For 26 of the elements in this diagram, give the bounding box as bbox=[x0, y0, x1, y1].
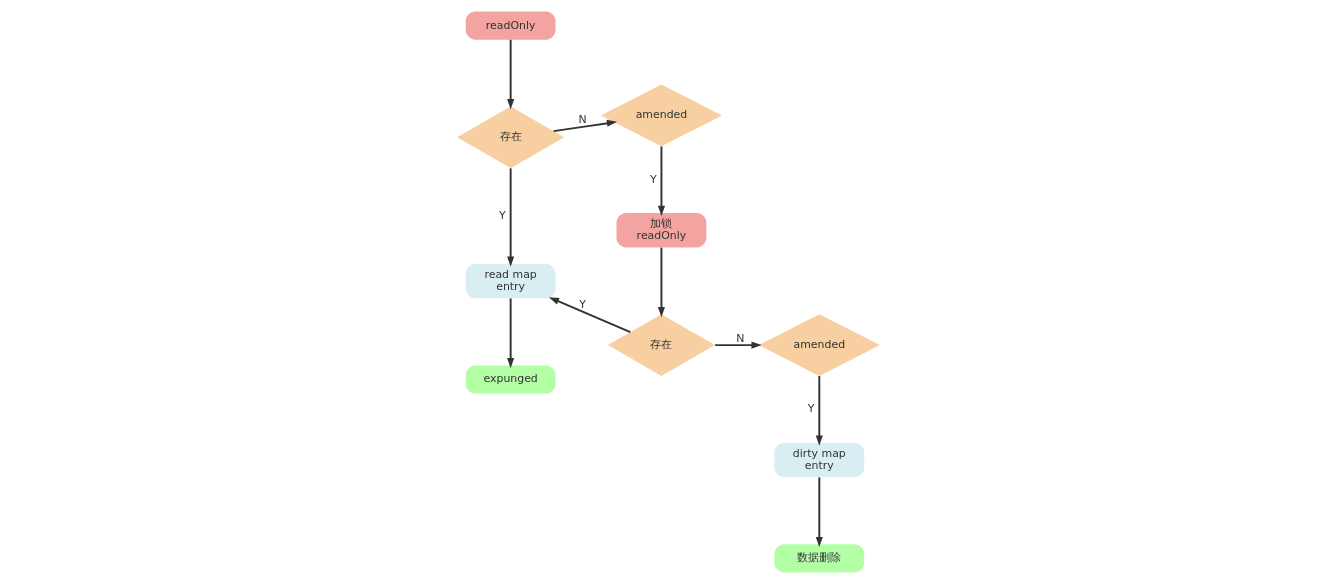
node-diamond: 存在 bbox=[456, 106, 564, 169]
edge-label: Y bbox=[578, 297, 586, 311]
node-box: expunged bbox=[465, 365, 556, 394]
node-diamond: amended bbox=[600, 84, 722, 147]
arrow bbox=[713, 341, 762, 349]
node-box: 加锁 readOnly bbox=[616, 213, 706, 248]
edge-label: Y bbox=[649, 172, 657, 186]
node-box: 数据删除 bbox=[773, 544, 864, 573]
edge-label: Y bbox=[498, 208, 506, 222]
arrow bbox=[506, 297, 514, 369]
node-diamond: 存在 bbox=[607, 314, 715, 376]
arrow bbox=[548, 297, 631, 334]
edge-label: N bbox=[577, 113, 587, 127]
arrow bbox=[815, 375, 823, 446]
node-box: readOnly bbox=[465, 11, 556, 40]
arrow bbox=[815, 476, 823, 548]
arrow bbox=[657, 145, 665, 217]
node-box: dirty map entry bbox=[773, 442, 864, 478]
node-diamond: amended bbox=[758, 314, 880, 376]
arrow bbox=[506, 38, 514, 110]
arrow bbox=[552, 119, 617, 133]
edge-label: Y bbox=[807, 402, 814, 416]
node-box: read map entry bbox=[465, 263, 556, 299]
arrow bbox=[506, 167, 514, 267]
arrow bbox=[657, 246, 665, 318]
edge-label: N bbox=[735, 332, 744, 346]
